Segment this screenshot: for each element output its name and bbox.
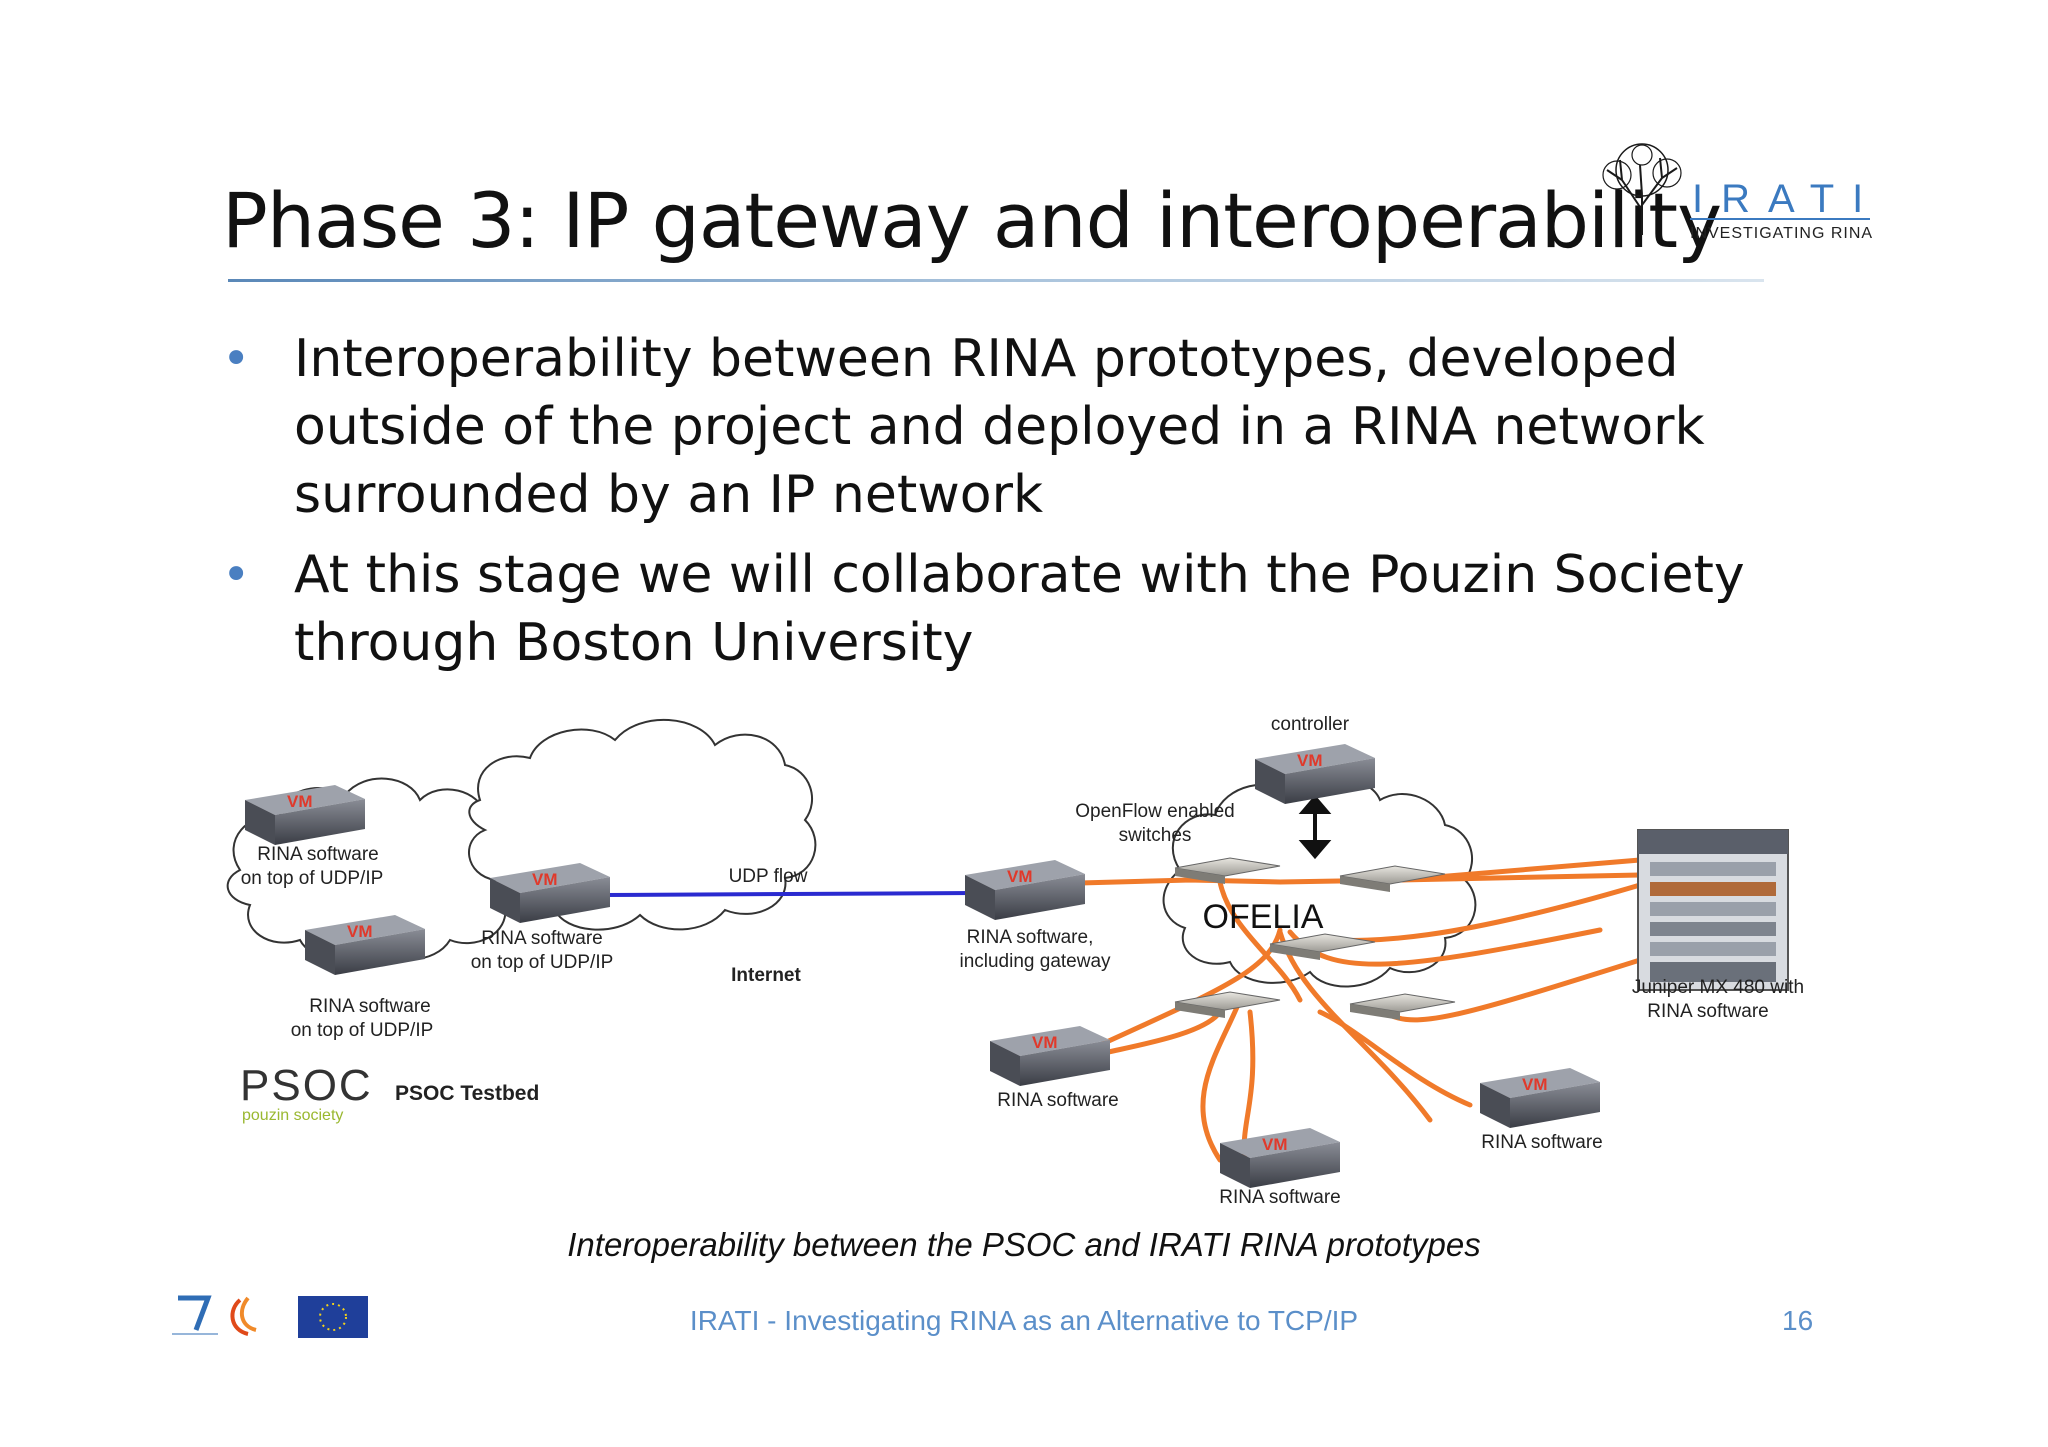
vm-server-icon: VM: [245, 785, 365, 845]
vm-label: VM: [532, 870, 558, 889]
controller-arrow-icon: [1298, 794, 1332, 860]
juniper-label: Juniper MX 480 with: [1632, 977, 1804, 998]
gateway-label: including gateway: [959, 951, 1111, 972]
psoc-logo: PSOC pouzin society PSOC Testbed: [240, 1061, 539, 1124]
bullet-dot-icon: •: [222, 331, 251, 387]
slide-title: Phase 3: IP gateway and interoperability: [222, 176, 1722, 265]
vm-server-icon: VM: [1255, 744, 1375, 804]
openflow-label: switches: [1119, 825, 1192, 846]
title-divider: [228, 279, 1764, 282]
rina-software-label: RINA software: [997, 1090, 1118, 1111]
juniper-label: RINA software: [1647, 1001, 1768, 1022]
fp7-logo-icon: [172, 1295, 218, 1335]
vm-server-icon: VM: [965, 860, 1085, 920]
controller-label: controller: [1271, 714, 1350, 735]
vm-server-icon: VM: [490, 863, 610, 923]
psoc-vm3-label: RINA software: [481, 928, 602, 949]
irati-logo: IRATI INVESTIGATING RINA: [1602, 143, 1881, 242]
bullet-list: • Interoperability between RINA prototyp…: [222, 325, 1822, 689]
juniper-router-icon: [1637, 829, 1789, 991]
psoc-vm1-label: on top of UDP/IP: [241, 868, 384, 889]
vm-label: VM: [1297, 751, 1323, 770]
vm-server-icon: VM: [305, 915, 425, 975]
rina-software-label: RINA software: [1219, 1187, 1340, 1208]
diagram-caption: Interoperability between the PSOC and IR…: [567, 1226, 1481, 1263]
openflow-switch-icon: [1174, 857, 1281, 884]
rina-software-label: RINA software: [1481, 1132, 1602, 1153]
psoc-vm2-label: RINA software: [309, 996, 430, 1017]
openflow-label: OpenFlow enabled: [1075, 801, 1235, 822]
vm-server-icon: VM: [990, 1026, 1110, 1086]
udp-flow-link: [604, 891, 976, 897]
internet-label: Internet: [731, 965, 801, 986]
tree-icon: [1602, 143, 1682, 235]
footer-logos: [172, 1295, 368, 1338]
vm-label: VM: [1032, 1033, 1058, 1052]
network-diagram: VM VM VM VM VM: [226, 714, 1804, 1208]
bullet-item: • Interoperability between RINA prototyp…: [222, 325, 1822, 529]
openflow-switch-icon: [1349, 993, 1456, 1020]
openflow-switch-icon: [1174, 991, 1281, 1018]
footer-text: IRATI - Investigating RINA as an Alterna…: [689, 1305, 1359, 1336]
vm-server-icon: VM: [1480, 1068, 1600, 1128]
vm-label: VM: [1522, 1075, 1548, 1094]
psoc-testbed-label: PSOC Testbed: [395, 1082, 539, 1105]
psoc-vm1-label: RINA software: [257, 844, 378, 865]
vm-label: VM: [1007, 867, 1033, 886]
eu-flag-icon: [298, 1296, 368, 1338]
gateway-label: RINA software,: [967, 927, 1094, 948]
vm-label: VM: [347, 922, 373, 941]
psoc-logo-text: PSOC: [240, 1061, 373, 1110]
udp-flow-label: UDP flow: [729, 866, 808, 887]
openflow-switch-icon: [1269, 933, 1376, 960]
bullet-dot-icon: •: [222, 547, 251, 603]
logo-tagline: INVESTIGATING RINA: [1690, 225, 1873, 242]
psoc-vm3-label: on top of UDP/IP: [471, 952, 614, 973]
psoc-vm2-label: on top of UDP/IP: [291, 1020, 434, 1041]
bullet-text: Interoperability between RINA prototypes…: [294, 329, 1705, 525]
vm-server-icon: VM: [1220, 1128, 1340, 1188]
bullet-item: • At this stage we will collaborate with…: [222, 541, 1822, 677]
vm-label: VM: [287, 792, 313, 811]
logo-name: IRATI: [1692, 177, 1881, 221]
vm-label: VM: [1262, 1135, 1288, 1154]
openflow-switch-icon: [1339, 865, 1446, 892]
bullet-text: At this stage we will collaborate with t…: [294, 545, 1745, 673]
ict-logo-icon: [230, 1296, 257, 1336]
psoc-logo-sub: pouzin society: [242, 1107, 343, 1124]
ofelia-label: OFELIA: [1203, 898, 1324, 936]
page-number: 16: [1782, 1305, 1814, 1336]
